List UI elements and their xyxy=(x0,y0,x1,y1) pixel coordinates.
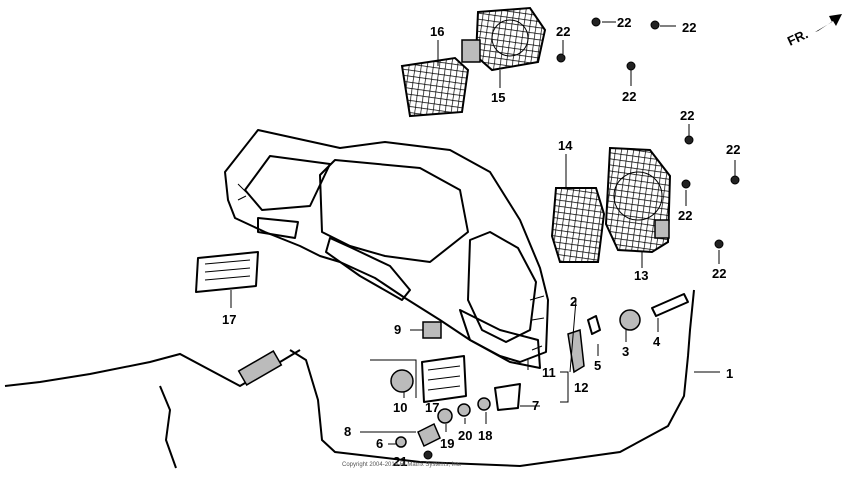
washer-19 xyxy=(437,408,453,424)
callout-19: 19 xyxy=(440,436,454,451)
washer-6 xyxy=(395,436,407,448)
callout-8: 8 xyxy=(344,424,351,439)
washer-18 xyxy=(477,397,491,411)
screws xyxy=(556,17,740,249)
callout-7: 7 xyxy=(532,398,539,413)
callout-3: 3 xyxy=(622,344,629,359)
cylinder-3 xyxy=(619,309,641,331)
callout-12: 12 xyxy=(574,380,588,395)
plate-7 xyxy=(494,383,521,411)
washer-20 xyxy=(457,403,471,417)
grommet-8 xyxy=(417,422,441,448)
callout-1: 1 xyxy=(726,366,733,381)
callout-20: 20 xyxy=(458,428,472,443)
callout-22-right-low: 22 xyxy=(712,266,726,281)
callout-5: 5 xyxy=(594,358,601,373)
instrument-panel xyxy=(224,129,549,369)
callout-2: 2 xyxy=(570,294,577,309)
callout-6: 6 xyxy=(376,436,383,451)
callout-labels: 1 2 3 4 5 6 7 8 9 10 11 12 13 14 15 16 1… xyxy=(222,15,740,469)
callout-22-left: 22 xyxy=(556,24,570,39)
knob-10 xyxy=(390,369,414,393)
callout-14: 14 xyxy=(558,138,573,153)
callout-22-far-right: 22 xyxy=(726,142,740,157)
callout-22-right-top: 22 xyxy=(680,108,694,123)
callout-10: 10 xyxy=(393,400,407,415)
front-label: FR. xyxy=(785,26,810,48)
callout-9: 9 xyxy=(394,322,401,337)
callout-17-upper: 17 xyxy=(222,312,236,327)
callout-18: 18 xyxy=(478,428,492,443)
speaker-15 xyxy=(461,6,547,72)
lock-4 xyxy=(651,293,689,317)
air-vent-17 xyxy=(195,251,259,293)
speaker-13 xyxy=(604,146,672,254)
callout-16: 16 xyxy=(430,24,444,39)
callout-21: 21 xyxy=(393,454,407,469)
leader-lines xyxy=(230,21,736,445)
front-direction-arrow: FR. xyxy=(785,14,842,49)
callout-22-top-left: 22 xyxy=(617,15,631,30)
callout-22-right-mid: 22 xyxy=(678,208,692,223)
bracket-2 xyxy=(567,328,585,374)
callout-22-top-right: 22 xyxy=(682,20,696,35)
callout-15: 15 xyxy=(491,90,505,105)
callout-13: 13 xyxy=(634,268,648,283)
callout-22-mid: 22 xyxy=(622,89,636,104)
callout-11: 11 xyxy=(542,365,556,380)
speaker-grille-14 xyxy=(550,187,606,263)
front-arrow-icon xyxy=(815,14,842,32)
speaker-grille-16 xyxy=(400,56,470,118)
screw-21 xyxy=(423,450,433,460)
switch-9 xyxy=(422,321,442,339)
callout-4: 4 xyxy=(653,334,661,349)
clip-5 xyxy=(587,315,601,335)
callout-17-lower: 17 xyxy=(425,400,439,415)
release-cable-1 xyxy=(4,289,695,469)
air-vent-17-lower xyxy=(421,355,467,403)
copyright-notice: Copyright 2004-2016 RI Matrix Systems, I… xyxy=(342,462,462,468)
